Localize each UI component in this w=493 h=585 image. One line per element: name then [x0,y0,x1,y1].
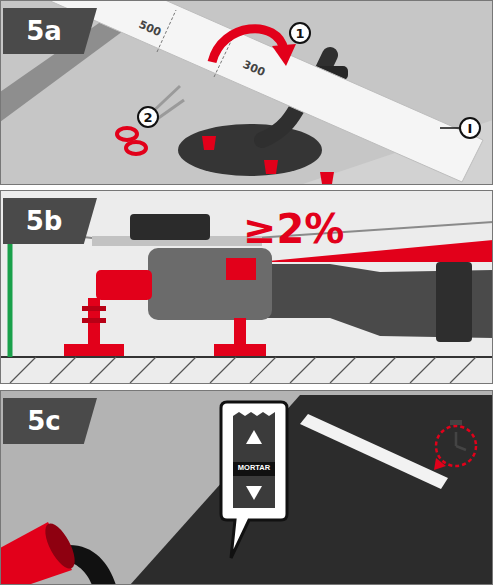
callout-text: 2 [143,111,152,124]
callout-text: 1 [295,27,304,40]
screw-ridge [82,306,106,311]
clock-hands [456,432,466,450]
scale-mark: 500 [127,14,172,44]
scissor-handle [126,142,146,154]
ground-line [0,356,493,358]
callout-letter: I [459,117,481,139]
panel-frame [1,391,493,585]
clock-arrow [434,458,446,470]
fold-arrowhead [272,44,296,66]
panel-frame [1,1,493,185]
floor-surface [0,0,493,185]
template-strip [48,0,483,182]
support-foot [64,344,124,357]
bag-arrow-down [246,486,262,500]
panel-tab: 5c [3,398,97,444]
scale-mark: 300 [231,54,276,84]
wall-line [8,228,13,357]
support-bracket [96,270,152,300]
support-clip [202,136,216,150]
bag-arrow-up [246,430,262,444]
drain-shadow [178,124,322,176]
bucket-rim [39,519,80,573]
clock-ring [436,426,476,466]
leader-line [440,127,459,129]
panel-tab: 5b [3,198,97,244]
drain-cover [130,214,210,240]
speech-bubble: MORTAR [219,400,289,562]
bubble-shape [221,402,287,558]
panel-number: 5a [26,16,62,46]
panel-number: 5c [27,406,61,436]
drain-body [148,248,272,320]
callout-text: I [468,122,473,135]
bubble-outline [219,400,289,562]
panel-tab: 5a [3,8,97,54]
callout-number: 2 [137,106,159,128]
ground-hatch [10,357,476,383]
support-clip [320,172,334,184]
bag-text: MORTAR [233,463,275,476]
fold-arrow [212,29,284,62]
support-bracket [226,258,256,280]
callout-number: 1 [289,22,311,44]
support-clip [264,160,278,174]
floor-surface [0,390,493,585]
slope-value: ≥2% [243,206,393,252]
screw-ridge [82,318,106,323]
panel-number: 5b [26,206,63,236]
scissor-handle [117,128,137,140]
panel-frame [1,191,493,384]
clock-button [450,420,462,425]
waterproof-sheet [130,395,493,585]
support-stem [234,318,246,346]
section-background [0,190,493,384]
drain-strip [300,414,448,489]
support-foot [214,344,266,357]
pipe-coupling [436,262,472,342]
bag-label [233,462,275,476]
mortar-bag [233,412,275,508]
